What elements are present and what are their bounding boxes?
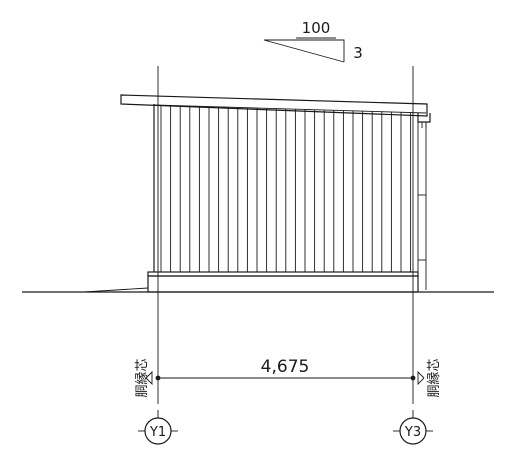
right-side-label: 胴縁芯 xyxy=(417,358,442,398)
roof-slab xyxy=(120,94,428,117)
span-dimension: 4,675 xyxy=(261,357,310,377)
foundation xyxy=(83,271,419,293)
axis-label-y1: Y1 xyxy=(149,425,166,440)
right-side-label-text: 胴縁芯 xyxy=(426,358,442,397)
vertical-louvers xyxy=(160,105,412,272)
slope-run-label: 100 xyxy=(302,19,331,37)
left-side-label-text: 胴縁芯 xyxy=(134,358,150,397)
axis-bubble-y1: Y1 xyxy=(138,410,178,445)
downpipe xyxy=(417,122,427,290)
slope-indicator: 100 3 xyxy=(263,19,363,63)
slope-rise-label: 3 xyxy=(353,44,363,62)
left-side-label: 胴縁芯 xyxy=(134,358,153,398)
axis-bubble-y3: Y3 xyxy=(393,410,433,445)
axis-label-y3: Y3 xyxy=(404,425,421,440)
dimension-line: 4,675 xyxy=(155,357,416,381)
